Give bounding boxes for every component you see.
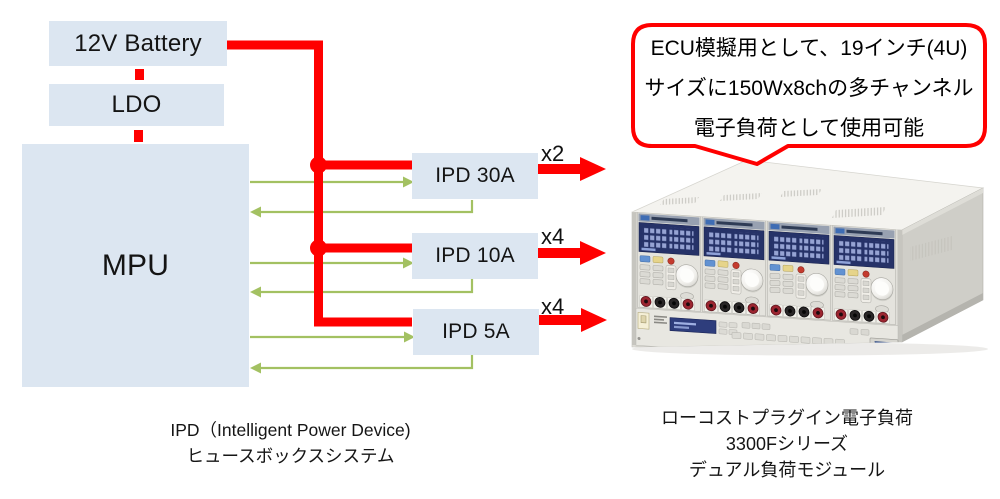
electronic-load-photo	[631, 159, 988, 356]
product-caption-line-3: デュアル負荷モジュール	[688, 460, 886, 480]
load-module-3	[766, 220, 832, 321]
vent-grille	[720, 193, 762, 201]
multiplier-ipd-5a: x4	[541, 294, 565, 319]
block-mpu-label: MPU	[101, 248, 170, 282]
product-caption-line-1: ローコストプラグイン電子負荷	[661, 408, 913, 428]
vent-grille	[780, 189, 822, 197]
diagram-caption: IPD（Intelligent Power Device) ヒュースボックスシス…	[118, 417, 463, 469]
callout-line-3: 電子負荷として使用可能	[693, 117, 925, 140]
multiplier-ipd-30a: x2	[541, 141, 565, 166]
load-module-2	[701, 216, 767, 317]
block-ipd-10a-label: IPD 10A	[435, 244, 515, 267]
signal-arrowheads	[250, 176, 415, 374]
diagram-caption-line-2: ヒュースボックスシステム	[186, 446, 395, 466]
callout-text: ECU模擬用として、19インチ(4U) サイズに150Wx8chの多チャンネル …	[640, 29, 978, 149]
block-ipd-30a: IPD 30A	[412, 153, 538, 199]
diagram-caption-line-1: IPD（Intelligent Power Device)	[170, 420, 411, 440]
multiplier-ipd-10a: x4	[541, 224, 565, 249]
block-ipd-5a: IPD 5A	[413, 309, 539, 355]
callout-line-2: サイズに150Wx8chの多チャンネル	[644, 77, 974, 100]
vent-grille	[832, 207, 886, 218]
device-shadow	[632, 342, 988, 356]
block-ldo-label: LDO	[111, 91, 162, 118]
block-12v-battery-label: 12V Battery	[74, 29, 202, 57]
system-lcd	[669, 317, 717, 334]
block-ipd-30a-label: IPD 30A	[435, 164, 515, 187]
load-module-4	[831, 224, 897, 326]
callout-line-1: ECU模擬用として、19インチ(4U)	[650, 37, 968, 60]
block-ipd-10a: IPD 10A	[412, 233, 538, 279]
block-ldo: LDO	[49, 84, 224, 126]
block-ipd-5a-label: IPD 5A	[442, 320, 510, 343]
product-caption-line-2: 3300Fシリーズ	[725, 434, 849, 454]
block-mpu: MPU	[22, 144, 249, 387]
block-12v-battery: 12V Battery	[49, 21, 227, 66]
product-caption: ローコストプラグイン電子負荷 3300Fシリーズ デュアル負荷モジュール	[608, 405, 966, 483]
vent-grille	[910, 236, 952, 261]
load-module-1	[636, 212, 702, 313]
vent-grille	[660, 197, 699, 205]
